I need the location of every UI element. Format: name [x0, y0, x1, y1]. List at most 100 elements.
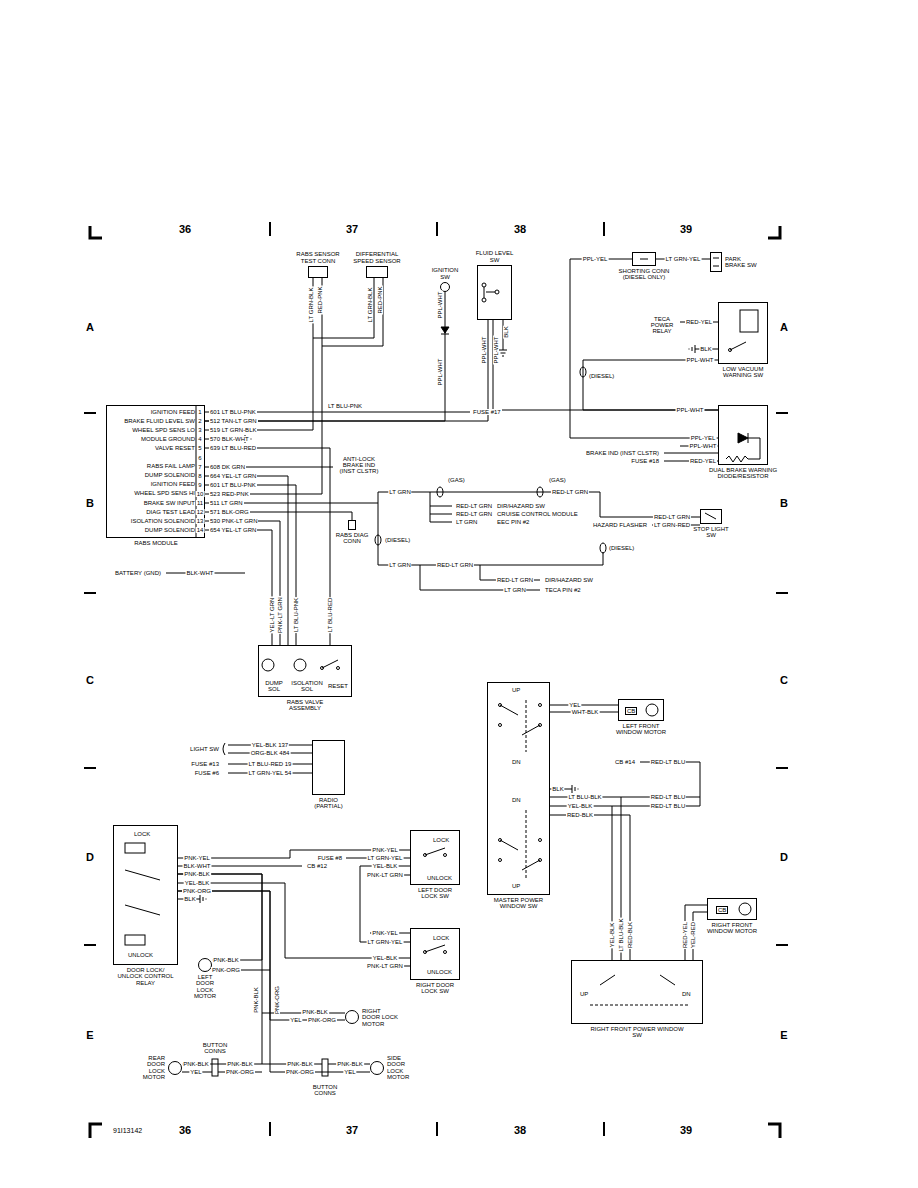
component-name: LEFT DOOR LOCK SW: [409, 887, 461, 900]
wire-label: ORG-BLK 484: [250, 750, 291, 756]
pin-number: 13: [196, 518, 205, 524]
wire-label: BLK: [551, 786, 564, 792]
shorting-connector: SHORTING CONN (DIESEL ONLY): [632, 252, 656, 266]
wire-label: EEC PIN #2: [496, 519, 530, 525]
wire-label: PNK-YEL: [183, 855, 211, 861]
component-name: RADIO (PARTIAL): [308, 797, 350, 810]
pin-number: 8: [197, 473, 202, 479]
component-name: MASTER POWER WINDOW SW: [488, 897, 550, 910]
wire-label: 639 LT BLU-RED: [209, 445, 257, 451]
door-lock-motor: RIGHT DOOR LOCK MOTOR: [345, 1010, 359, 1024]
wire-label: YEL: [568, 702, 581, 708]
component-symbols: [125, 258, 760, 1076]
wire-label: (GAS): [447, 477, 466, 483]
grid-reference: B: [84, 498, 96, 509]
terminal-label: DN: [512, 797, 521, 803]
wire-connector: [205, 292, 445, 421]
terminal-label: ISOLATION SOLENOID: [131, 518, 195, 524]
wire-label: PNK-LT GRN: [277, 596, 283, 634]
wire-label: 601 LT BLU-PNK: [209, 409, 257, 415]
component-name: LEFT FRONT WINDOW MOTOR: [610, 723, 672, 736]
wire-label: BUTTON CONNS: [199, 1042, 231, 1054]
wire-label: LT GRN: [503, 587, 526, 593]
wire-connector: [583, 360, 718, 410]
wire-label: LT GRN-BLK: [367, 287, 373, 324]
wire-label: 654 YEL-LT GRN: [209, 527, 257, 533]
wire-label: RED-LT GRN: [653, 514, 691, 520]
fluid-level-switch: FLUID LEVEL SW: [477, 265, 512, 320]
wire-label: 530 PNK-LT GRN: [209, 518, 258, 524]
wire-label: DIR/HAZARD SW: [496, 503, 546, 509]
warning-diode: DUAL BRAKE WARNING DIODE/RESISTOR: [718, 405, 768, 465]
wire-label: LT GRN-BLK: [308, 287, 314, 324]
wire-label: BRAKE IND (INST CLSTR): [585, 450, 660, 456]
grid-reference: 39: [678, 1125, 694, 1136]
pin-number: 5: [197, 445, 202, 451]
pin-number: 4: [197, 436, 202, 442]
pin-number: 7: [197, 464, 202, 470]
terminal-label: WHEEL SPD SENS HI: [134, 490, 195, 496]
wire-label: PNK-ORG: [274, 985, 280, 1015]
wire-label: YEL: [289, 1017, 302, 1023]
wire-label: PPL-WHT: [676, 407, 705, 413]
component-name: DUAL BRAKE WARNING DIODE/RESISTOR: [707, 467, 779, 480]
wire-label: RED-PNK: [317, 285, 323, 314]
wire-label: 570 BLK-WHT: [209, 436, 250, 442]
grid-reference: A: [778, 322, 790, 333]
door-lock-motor: SIDE DOOR LOCK MOTOR: [370, 1061, 384, 1075]
drawing-number: 91I13142: [112, 1127, 143, 1134]
pin-number: 9: [197, 482, 202, 488]
wire-label: YEL-BLK: [609, 922, 615, 949]
wire-label: PPL-WHT: [437, 358, 443, 387]
grid-reference: D: [84, 852, 96, 863]
wire-label: 601 LT BLU-PNK: [209, 482, 257, 488]
wire-label: RED-LT GRN: [551, 489, 589, 495]
park-brake-switch: PARK BRAKE SW: [710, 252, 722, 272]
test-connector: RABS SENSOR TEST CONN: [308, 266, 328, 278]
wire-label: YEL-BLK: [184, 880, 211, 886]
pin-number: 6: [197, 455, 202, 461]
wire-label: FUSE #8: [317, 855, 343, 861]
wire-label: FUSE #13: [190, 761, 220, 767]
wire-label: PNK-BLK: [226, 1061, 254, 1067]
terminal-label: LOCK: [433, 837, 449, 843]
pin-number: 3: [197, 427, 202, 433]
wire-label: YEL-BLK: [372, 863, 399, 869]
wire-label: TECA POWER RELAY: [646, 316, 678, 334]
wire-label: LIGHT SW: [189, 746, 220, 752]
wire-label: BLK-WHT: [186, 570, 215, 576]
wire-label: ANTI-LOCK BRAKE IND (INST CLSTR): [336, 456, 382, 474]
terminal-label: IGNITION FEED: [151, 409, 195, 415]
component-name: REAR DOOR LOCK MOTOR: [134, 1055, 166, 1080]
terminal-label: BRAKE FLUID LEVEL SW: [124, 418, 195, 424]
wire-label: PPL-YEL: [690, 435, 717, 441]
wire-label: YEL-BLK 137: [251, 742, 289, 748]
wire-label: LT BLU-PNK: [293, 597, 299, 633]
wire-label: 571 BLK-ORG: [209, 509, 250, 515]
component-name: PARK BRAKE SW: [724, 256, 758, 269]
wire-label: WHT-BLK: [571, 709, 600, 715]
wire-label: (GAS): [548, 477, 567, 483]
wire-label: PPL-WHT: [493, 336, 499, 365]
wire-label: PNK-BLK: [182, 1061, 210, 1067]
terminal-label: UP: [580, 991, 588, 997]
wire-label: TECA PIN #2: [544, 587, 582, 593]
wire-label: YEL: [189, 1069, 202, 1075]
vacuum-switch: LOW VACUUM WARNING SW: [718, 302, 768, 364]
wire-label: PNK-ORG: [225, 1069, 255, 1075]
wire-label: PNK-ORG: [211, 967, 241, 973]
component-name: IGNITION SW: [429, 267, 461, 280]
component-name: RABS SENSOR TEST CONN: [293, 251, 343, 264]
window-motor: CBLEFT FRONT WINDOW MOTOR: [618, 699, 664, 721]
wire-connector: [205, 278, 313, 430]
wire-label: RED-LT GRN: [455, 503, 493, 509]
wire-connector: [493, 320, 718, 410]
wire-label: RED-YEL: [685, 319, 713, 325]
wire-label: LT BLU-RED 19: [248, 761, 293, 767]
wire-label: PNK-BLK: [183, 871, 211, 877]
wire-connector: [570, 259, 718, 438]
component-name: DOOR LOCK/ UNLOCK CONTROL RELAY: [114, 967, 178, 986]
wire-label: DIR/HAZARD SW: [544, 577, 594, 583]
component-name: RABS MODULE: [125, 540, 187, 546]
